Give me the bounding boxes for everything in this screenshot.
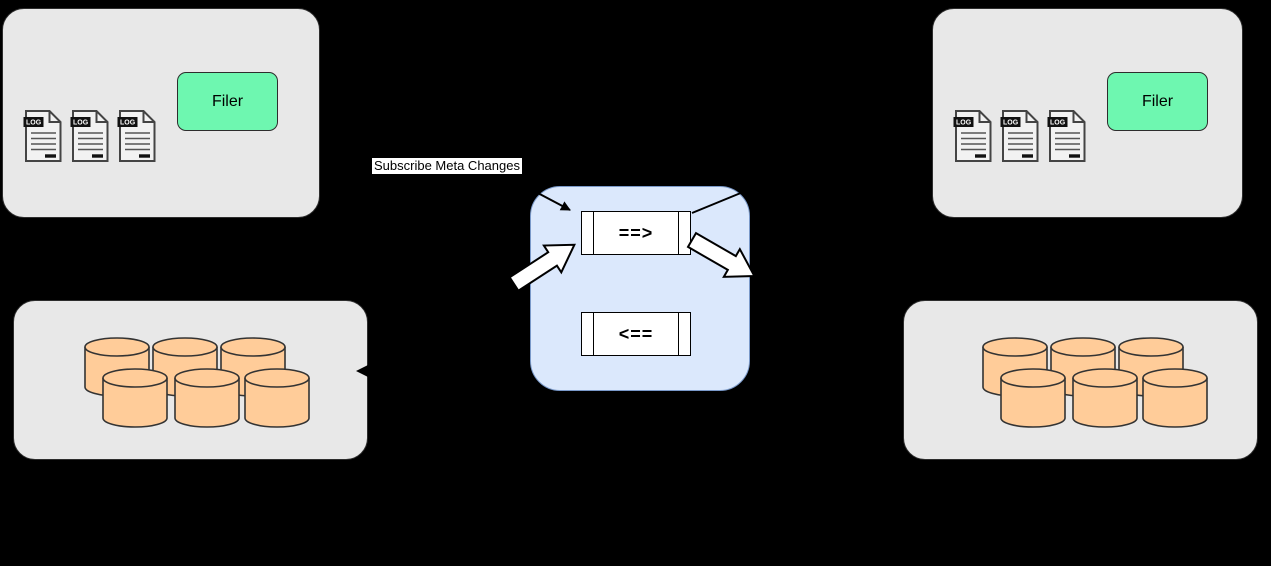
log-label: LOG [120,120,136,127]
volume-cylinder-icon [1000,368,1066,428]
queue-cap-icon [678,212,679,254]
volume-cylinder-icon [1072,368,1138,428]
log-file-group-left: LOG LOG LOG [23,109,157,163]
queue-cap-icon [678,313,679,355]
datacenter-right-box: LOG LOG LOG Filer [932,8,1243,218]
log-file-icon: LOG [23,110,62,162]
volume-cylinder-icon [174,368,240,428]
filer-node-right: Filer [1107,72,1208,131]
message-queue-panel: ==> <== [530,186,750,391]
filer-label-right: Filer [1141,92,1174,110]
log-file-group-right: LOG LOG LOG [953,109,1087,163]
queue-backward-label: <== [618,323,654,344]
datacenter-left-box: LOG LOG LOG Filer [2,8,320,218]
queue-forward: ==> [581,211,691,255]
queue-forward-label: ==> [618,222,654,243]
volume-store-left-box [13,300,368,460]
filer-node-left: Filer [177,72,278,131]
queue-cap-icon [593,212,594,254]
log-file-icon: LOG [117,110,156,162]
filer-label-left: Filer [211,92,244,110]
log-label: LOG [956,120,972,127]
queue-backward: <== [581,312,691,356]
log-label: LOG [26,120,42,127]
log-label: LOG [1003,120,1019,127]
log-file-icon: LOG [953,110,992,162]
volume-cylinder-icon [1142,368,1208,428]
log-file-icon: LOG [1047,110,1086,162]
volume-cylinder-icon [102,368,168,428]
subscribe-meta-changes-label: Subscribe Meta Changes [372,158,522,174]
queue-cap-icon [593,313,594,355]
log-file-icon: LOG [1000,110,1039,162]
volume-cylinder-icon [244,368,310,428]
log-label: LOG [1050,120,1066,127]
volume-store-right-box [903,300,1258,460]
log-file-icon: LOG [70,110,109,162]
log-label: LOG [73,120,89,127]
